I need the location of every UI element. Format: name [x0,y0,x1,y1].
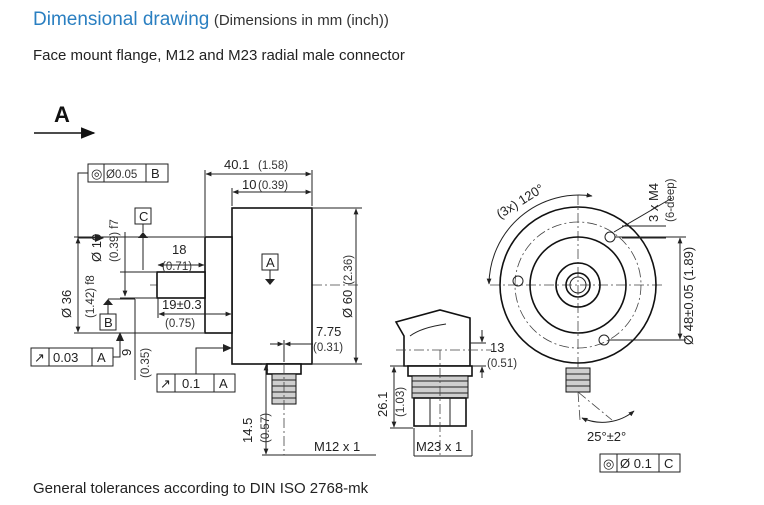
dim-m23-height-mm: 26.1 [375,392,390,417]
tolerance-datum: A [219,376,228,391]
dim-bolt-circle: Ø 48±0.05 (1.89) [609,236,696,345]
dim-flange-diameter: Ø 36 (1.42) f8 [59,236,204,334]
m12-thread-label: M12 x 1 [314,439,360,454]
dim-m23-depth-inch: (0.51) [487,358,517,370]
tolerance-symbol: ↗ [160,376,171,391]
dim-shaft-fit: 19±0.3 (0.75) [157,297,232,330]
dim-shaft-diameter-inch: (0.39) f7 [109,219,121,262]
page-subtitle: Face mount flange, M12 and M23 radial ma… [33,47,405,64]
dim-thread-mm: 3 x M4 [646,183,661,222]
dim-total-length-inch: (1.58) [258,160,288,172]
tolerance-symbol: ↗ [34,350,45,365]
tolerance-symbol: ◎ [91,166,102,181]
tolerance-frame-concentric: ◎ Ø 0.1 C [599,453,681,473]
mounting-hole [598,334,610,346]
datum-b: B [99,298,135,331]
dim-step: 9 (0.35) [119,299,152,380]
tolerance-value: Ø0.05 [106,169,137,181]
dim-bolt-angle-label: (3x) 120° [494,181,547,222]
view-marker: A [34,102,96,139]
dim-flange-length-inch: (0.39) [258,180,288,192]
dim-shaft-length-mm: 18 [172,242,186,257]
flange-outline [204,236,233,334]
tolerance-symbol: ◎ [603,456,614,471]
dim-step-mm: 9 [119,349,134,356]
side-view [150,207,360,455]
tolerance-datum: C [664,456,673,471]
page-title: Dimensional drawing [33,9,210,30]
dim-m23-depth-mm: 13 [490,340,504,355]
dim-body-diameter: Ø 60 (2.36) [313,207,362,365]
tolerance-value: 0.1 [182,376,200,391]
housing-outline [231,207,313,365]
dim-body-diameter-mm: Ø 60 [340,290,355,318]
tolerance-frame-runout-mid: ↗ 0.1 A [156,344,236,393]
footer-note: General tolerances according to DIN ISO … [33,480,369,497]
dim-connector-length-inch: (0.57) [260,413,272,443]
dim-connector-offset-inch: (0.31) [313,342,343,354]
dim-total-length: 40.1 (1.58) [204,157,313,236]
tolerance-datum: A [97,350,106,365]
dim-m23-depth: 13 (0.51) [470,330,517,378]
tolerance-frame-runout-left: ↗ 0.03 A [30,332,124,367]
dim-flange-diameter-mm: Ø 36 [59,290,74,318]
datum-a-label: A [266,255,275,270]
m23-connector-view [394,309,492,455]
dim-shaft-diameter: Ø 10 (0.39) f7 [89,219,156,299]
dim-body-diameter-inch: (2.36) [343,255,355,285]
tolerance-value: Ø 0.1 [620,456,652,471]
dim-shaft-fit-mm: 19±0.3 [162,297,202,312]
datum-c-label: C [139,209,148,224]
view-marker-label: A [54,102,70,127]
datum-b-label: B [104,315,113,330]
mounting-hole [604,231,616,243]
dim-shaft-diameter-mm: Ø 10 [89,234,104,262]
dim-m23-height-inch: (1.03) [395,387,407,417]
dim-thread: 3 x M4 (6-deep) [613,178,677,239]
dim-m23-height: 26.1 (1.03) [375,365,413,429]
dim-shaft-length-inch: (0.71) [162,261,192,273]
dim-connector-offset-mm: 7.75 [316,324,341,339]
front-view [490,195,665,421]
dim-flange-diameter-inch: (1.42) f8 [85,275,97,318]
page-title-note: (Dimensions in mm (inch)) [213,12,389,29]
dim-connector-length: 14.5 (0.57) M12 x 1 [240,363,376,456]
header: Dimensional drawing (Dimensions in mm (i… [33,9,389,31]
dim-thread-inch: (6-deep) [665,178,677,222]
dim-flange-length: 10 (0.39) [231,177,312,206]
dim-connector-angle-label: 25°±2° [587,429,626,444]
dim-shaft-fit-inch: (0.75) [165,318,195,330]
mounting-hole [512,275,524,287]
datum-a: A [261,253,279,285]
tolerance-value: 0.03 [53,350,78,365]
shaft-outline [156,271,206,299]
tolerance-datum: B [151,166,160,181]
dim-connector-length-mm: 14.5 [240,418,255,443]
dim-total-length-mm: 40.1 [224,157,249,172]
dim-bolt-angle: (3x) 120° [486,181,593,285]
dim-connector-offset: 7.75 (0.31) [270,324,343,362]
dim-m23-thread: M23 x 1 [413,428,473,457]
dim-bolt-circle-label: Ø 48±0.05 (1.89) [681,247,696,345]
datum-c: C [134,207,152,270]
tolerance-frame-flatness: ◎ Ø0.05 B [77,163,169,242]
dim-shaft-length: 18 (0.71) [157,242,205,273]
dim-step-inch: (0.35) [140,348,152,378]
m23-thread-label: M23 x 1 [416,439,462,454]
dim-flange-length-mm: 10 [242,177,256,192]
dim-connector-angle: 25°±2° [581,410,635,444]
